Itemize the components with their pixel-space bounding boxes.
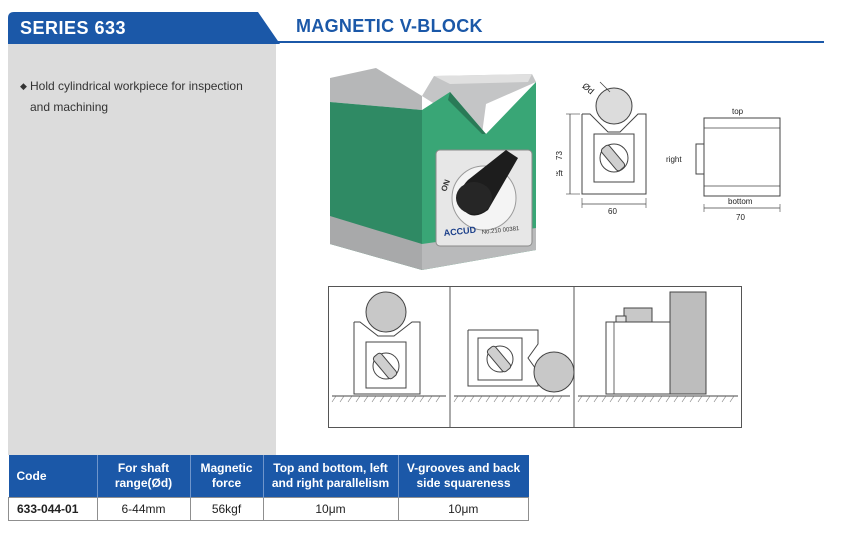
product-title: MAGNETIC V-BLOCK (296, 16, 483, 36)
table-row: 633-044-01 6-44mm 56kgf 10μm 10μm (8, 497, 529, 521)
technical-drawing: Ød 73 left 60 top right bottom 70 (556, 81, 781, 222)
brand-logo-text: ACCUD (443, 225, 477, 238)
front-view-label: left (556, 169, 563, 178)
description-panel (8, 44, 276, 455)
height-dim-label: 73 (556, 151, 564, 160)
usage-panel-horizontal-shaft (453, 329, 575, 403)
usage-panel-vertical-shaft (331, 291, 446, 403)
diameter-label: Ød (580, 81, 596, 96)
width-dim-label: 60 (608, 207, 617, 216)
front-view: Ød 73 left 60 (556, 81, 647, 216)
cell-squareness: 10μm (397, 497, 529, 521)
side-view: top right bottom 70 (666, 107, 781, 222)
cell-shaft-range: 6-44mm (96, 497, 191, 521)
side-bottom-label: bottom (728, 197, 753, 206)
series-tab: SERIES 633 (8, 12, 280, 44)
feature-text: Hold cylindrical workpiece for inspectio… (30, 79, 243, 114)
usage-panel-square-check (577, 291, 738, 403)
side-top-label: top (732, 107, 744, 116)
header-underline (276, 41, 824, 43)
cell-parallelism: 10μm (262, 497, 399, 521)
series-tab-shape (8, 12, 280, 44)
side-left-label: right (666, 155, 682, 164)
v-groove-right-rail (422, 74, 536, 134)
cell-magnetic-force: 56kgf (189, 497, 264, 521)
product-photo: ON ACCUD No.210 00381 (330, 68, 536, 270)
depth-dim-label: 70 (736, 213, 745, 222)
series-label: SERIES 633 (20, 18, 127, 38)
block-base-left (330, 216, 422, 270)
switch-on-label: ON (439, 178, 452, 193)
plate-number-text: No.210 00381 (482, 226, 521, 236)
cell-code: 633-044-01 (8, 497, 98, 521)
usage-diagrams (328, 286, 742, 428)
col-code-header: Code (8, 455, 98, 498)
feature-bullet: ◆Hold cylindrical workpiece for inspecti… (20, 76, 260, 118)
v-groove-left-rail (330, 68, 422, 110)
bullet-diamond-icon: ◆ (20, 81, 27, 91)
